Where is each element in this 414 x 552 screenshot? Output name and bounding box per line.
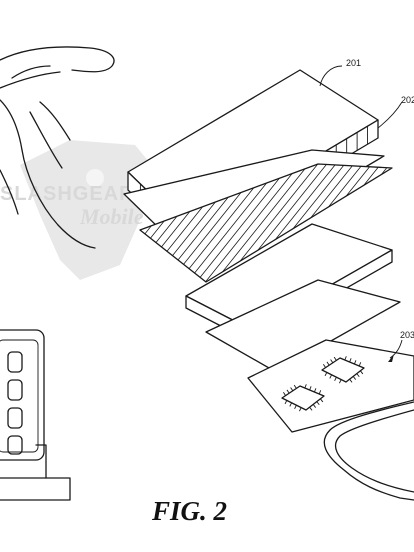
watermark-text-1: SLASHGEAR <box>0 183 135 205</box>
ref-label-202: 202 <box>401 95 414 105</box>
figure-caption: FIG. 2 <box>151 496 227 526</box>
watermark-text-2: Mobile <box>79 204 144 229</box>
chip-2 <box>282 384 324 411</box>
reference-labels: 201 202 203 <box>320 58 414 362</box>
ref-label-201: 201 <box>346 58 361 68</box>
ref-label-203: 203 <box>400 330 414 340</box>
bottom-housing <box>324 402 414 500</box>
watermark-logo-phone-icon <box>20 140 160 280</box>
chip-1 <box>322 356 364 383</box>
hand-illustration <box>0 47 114 248</box>
watermark: SLASHGEAR Mobile <box>0 140 160 280</box>
layer-stack <box>20 70 414 500</box>
docked-device <box>0 330 70 500</box>
circuit-board-203 <box>248 340 414 432</box>
